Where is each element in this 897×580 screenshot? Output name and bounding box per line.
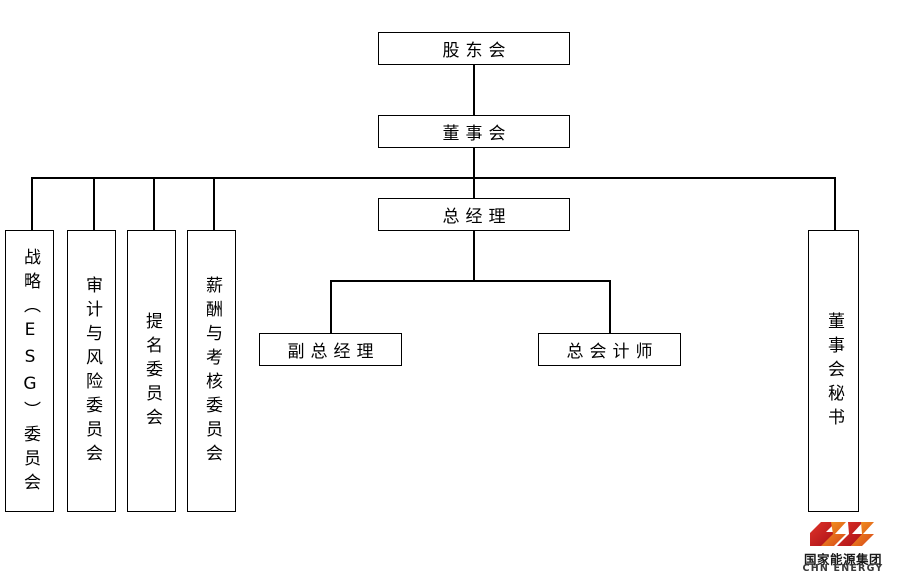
connector-committee-bus [31,177,835,179]
logo-name-cn: 国家能源集团 [803,552,882,567]
node-board-of-directors[interactable]: 董事会 [378,115,570,148]
connector-board-down [473,147,475,178]
connector-drop-strategy-committee [31,177,33,231]
connector-drop-board-secretary [834,177,836,231]
connector-drop-nomination-committee [153,177,155,231]
node-label: 战略（ESG）委员会 [20,247,40,497]
connector-drop-audit-committee [93,177,95,231]
node-label: 总会计师 [566,342,659,362]
node-general-manager[interactable]: 总经理 [378,198,570,231]
node-deputy-general-manager[interactable]: 副总经理 [259,333,402,366]
connector-drop-deputy-general-manager [330,280,332,333]
node-strategy-esg-committee[interactable]: 战略（ESG）委员会 [5,230,54,512]
node-label: 提名委员会 [142,312,162,432]
connector-general-manager-down [473,231,475,281]
node-label: 副总经理 [287,342,380,362]
node-label: 审计与风险委员会 [82,276,102,468]
node-label: 总经理 [442,207,512,227]
node-label: 董事会秘书 [824,312,844,432]
node-board-secretary[interactable]: 董事会秘书 [808,230,859,512]
node-nomination-committee[interactable]: 提名委员会 [127,230,176,512]
connector-shareholders-to-board [473,65,475,115]
node-label: 董事会 [442,124,512,144]
node-chief-accountant[interactable]: 总会计师 [538,333,681,366]
connector-manager-sub-bus [330,280,611,282]
connector-drop-remuneration-committee [213,177,215,231]
logo-name-en: CHN ENERGY [802,563,884,574]
chn-energy-logo-mark [810,522,874,546]
company-logo: 国家能源集团 CHN ENERGY [797,521,889,575]
node-label: 薪酬与考核委员会 [202,276,222,468]
node-label: 股东会 [442,41,512,61]
node-audit-risk-committee[interactable]: 审计与风险委员会 [67,230,116,512]
node-shareholders-meeting[interactable]: 股东会 [378,32,570,65]
node-remuneration-assessment-committee[interactable]: 薪酬与考核委员会 [187,230,236,512]
connector-drop-chief-accountant [609,280,611,333]
